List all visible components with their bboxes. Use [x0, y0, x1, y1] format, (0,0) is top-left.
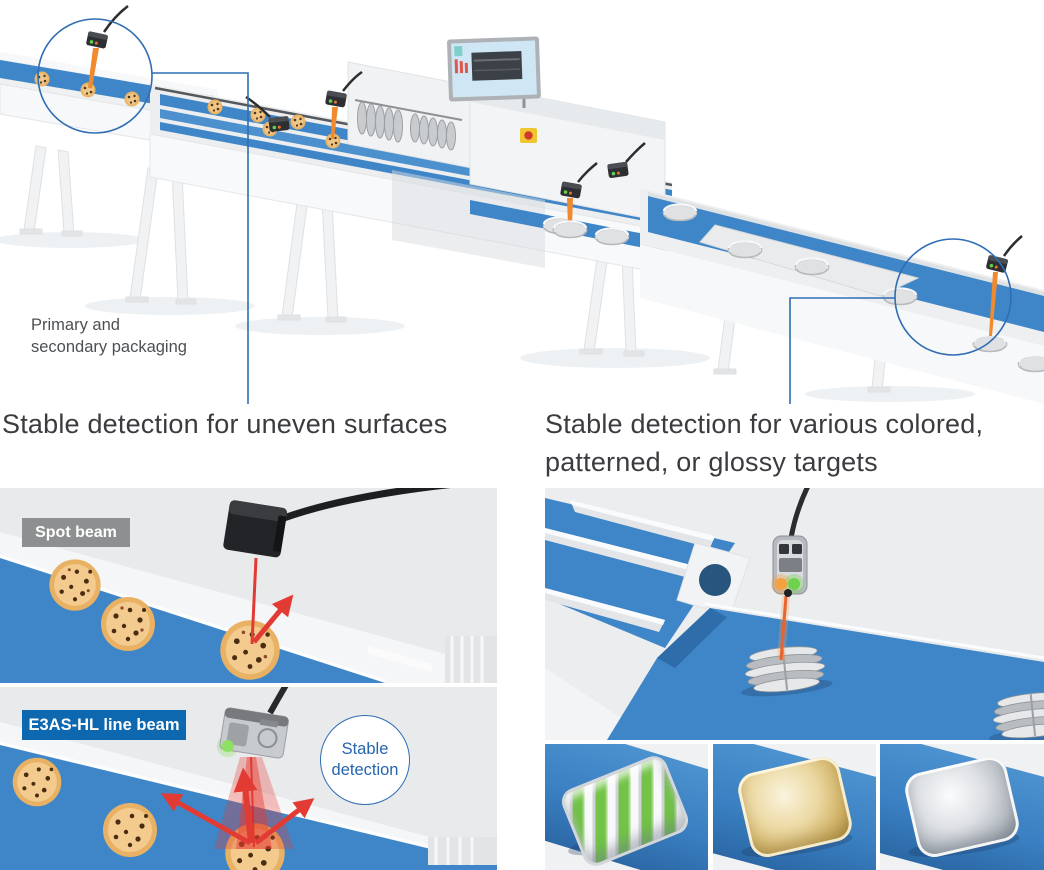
spot-laser-beam: [250, 557, 258, 645]
conveyor-leg: [19, 145, 891, 393]
wrapped-package: [551, 220, 589, 239]
sensor-lens: [784, 589, 792, 597]
spot-beam-scene: [0, 488, 497, 683]
cookie: [34, 71, 50, 87]
photoelectric-sensor: [324, 70, 363, 139]
emergency-stop-button: [520, 128, 537, 143]
left-section-heading: Stable detection for uneven surfaces: [2, 409, 448, 439]
monitor: [447, 36, 541, 108]
cookie: [12, 757, 62, 807]
thumbnail-silver-glossy-package: [880, 744, 1044, 870]
sensor-cable: [788, 488, 810, 539]
film-curtain: [392, 170, 545, 268]
cookie: [220, 620, 280, 680]
sensor-cable: [267, 687, 289, 715]
right-section-heading: Stable detection for various colored, pa…: [545, 409, 984, 477]
spot-beam-badge: Spot beam: [22, 518, 130, 547]
scatter-arrow: [254, 798, 315, 845]
e3as-sensor: [216, 707, 289, 759]
photoelectric-sensor: [85, 5, 129, 88]
main-belt: [607, 608, 1044, 740]
scene-caption-line1: Primary and: [31, 316, 120, 334]
laser-beam: [989, 272, 998, 336]
scene-caption-line2: secondary packaging: [31, 338, 187, 356]
sensor-cable: [1002, 235, 1023, 257]
sensor-cable: [282, 488, 451, 522]
machine-edge: [368, 636, 497, 683]
photoelectric-sensor: [551, 162, 598, 239]
thumbnail-gold-glossy-package: [713, 744, 876, 870]
glossy-target-scene: [545, 488, 1044, 740]
laser-beam: [779, 595, 788, 661]
wrapped-package: [1016, 354, 1044, 373]
packaging-line-illustration: [0, 5, 1044, 404]
laser-beam: [331, 107, 338, 139]
thumbnail-green-striped-package: [545, 744, 708, 870]
laser-beam: [567, 198, 573, 226]
e3as-hl-badge: E3AS-HL line beam: [22, 710, 186, 740]
wrapped-package: [881, 287, 919, 306]
scatter-arrow: [161, 793, 252, 846]
machine-edge: [428, 837, 497, 865]
packaging-machine: [347, 36, 666, 268]
status-led-orange: [775, 578, 787, 590]
wrapped-package: [793, 257, 831, 276]
cookie: [124, 91, 140, 107]
sensor-cable: [102, 5, 129, 33]
leader-line-left: [152, 72, 249, 404]
cookie: [207, 99, 223, 115]
wrapped-package: [593, 227, 631, 246]
scatter-arrow: [233, 767, 258, 844]
photoelectric-sensor: [607, 142, 646, 179]
sensor-cable: [342, 70, 363, 92]
cookie: [80, 82, 96, 98]
line-beam-panel: E3AS-HL line beam Stable detection: [0, 687, 497, 870]
highlight-circle-right: [894, 238, 1012, 356]
highlight-circle-left: [37, 18, 153, 134]
sensor-cable: [625, 142, 646, 163]
scene-caption: Primary and secondary packaging: [31, 314, 187, 358]
status-led: [221, 740, 234, 753]
sensor-cable: [577, 162, 598, 183]
reflected-beam-arrow: [252, 594, 294, 644]
right-belt: [640, 188, 1044, 404]
wrapped-package: [661, 203, 699, 222]
cookie: [101, 597, 155, 651]
stable-detection-callout: Stable detection: [320, 715, 410, 805]
film-roll-stack: [357, 101, 456, 151]
line-beam-scene: [0, 687, 497, 870]
leader-line-right: [789, 297, 895, 404]
cookie: [290, 114, 306, 130]
sensor-front: [771, 488, 810, 661]
stable-detection-callout-text: Stable detection: [331, 740, 399, 779]
status-led-green: [788, 578, 800, 590]
wrapped-package: [726, 240, 764, 259]
black-sensor: [223, 500, 288, 558]
spot-beam-panel: Spot beam: [0, 488, 497, 683]
photoelectric-sensor: [985, 235, 1023, 336]
cookie: [49, 559, 101, 611]
cookie: [103, 803, 157, 857]
glossy-target-panel: [545, 488, 1044, 740]
laser-beam: [88, 48, 99, 88]
guide-rail: [545, 500, 715, 632]
